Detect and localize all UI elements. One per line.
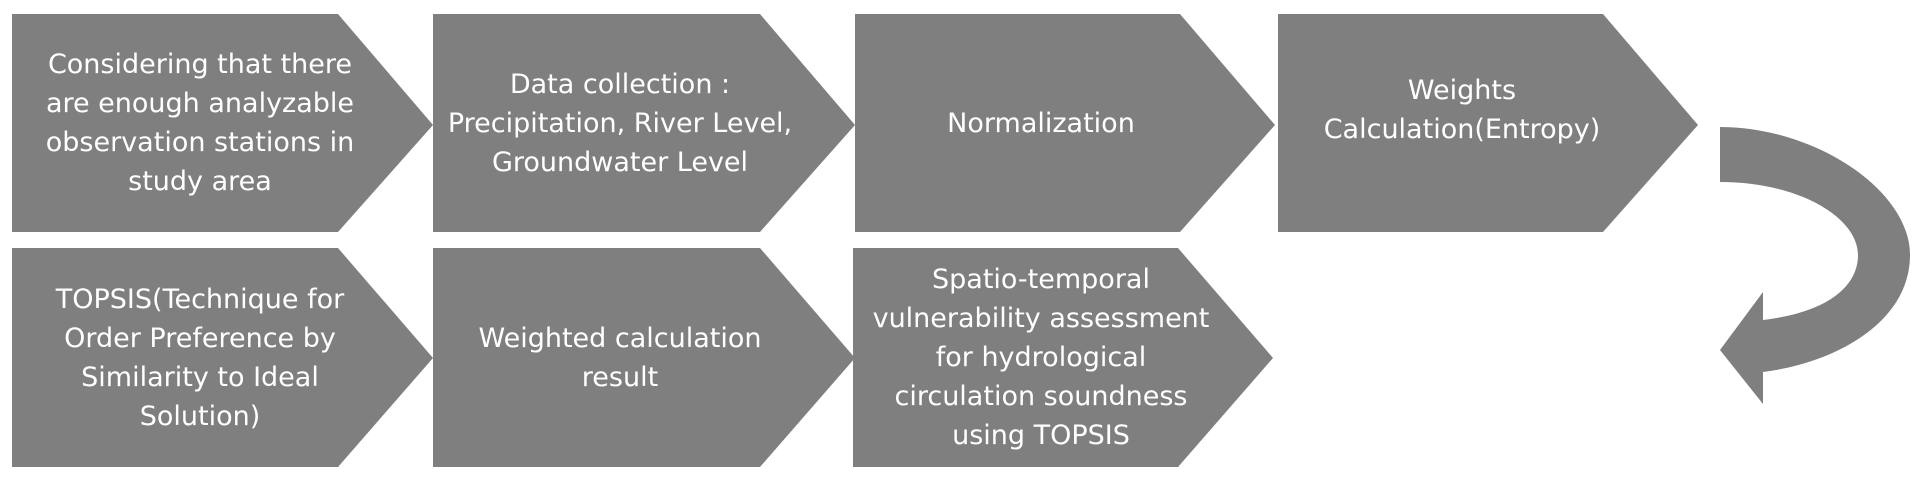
step-6-label: Weighted calculation result (478, 322, 762, 393)
step-5-shape (12, 248, 433, 467)
step-2-shape (433, 14, 855, 232)
step-6-shape (433, 248, 855, 467)
step-2-label: Data collection : Precipitation, River L… (447, 68, 793, 178)
step-3-label: Normalization (947, 107, 1135, 139)
step-1-shape (12, 14, 433, 232)
step-3-shape (855, 14, 1275, 232)
step-7-shape (853, 248, 1273, 467)
step-4-label: Weights Calculation(Entropy) (1323, 75, 1601, 145)
step-5-label: TOPSIS(Technique for Order Preference by… (55, 283, 345, 432)
step-7-label: Spatio-temporal vulnerability assessment… (872, 264, 1210, 451)
step-1-label: Considering that there are enough analyz… (45, 49, 355, 197)
step-4-shape (1278, 14, 1698, 232)
curved-return-arrow-icon (1720, 127, 1910, 404)
